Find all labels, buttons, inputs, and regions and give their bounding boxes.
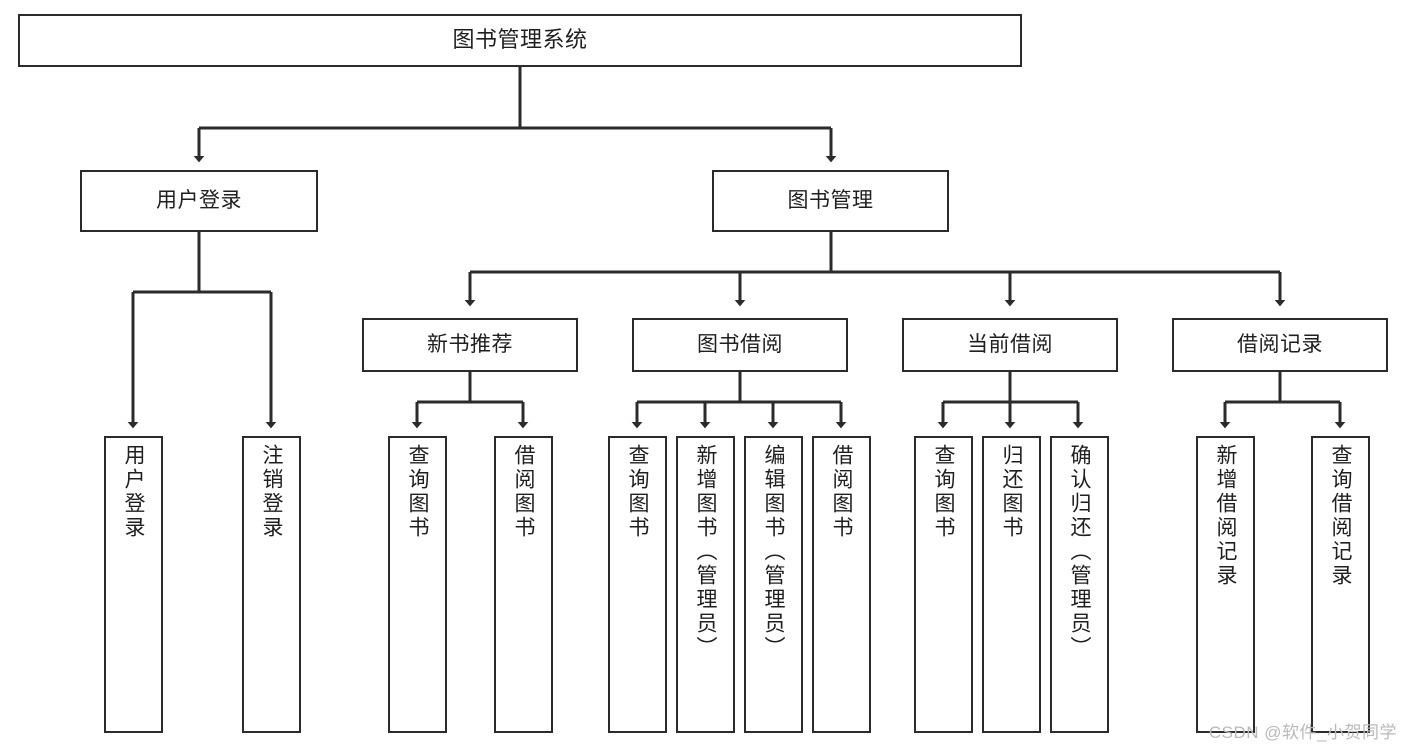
node-leaf-logout[interactable]: 注销登录 — [242, 436, 301, 733]
node-leaf-return-book[interactable]: 归还图书 — [982, 436, 1041, 733]
node-leaf-recommend-search-book-label: 查询图书 — [406, 444, 429, 540]
node-book-borrow-label: 图书借阅 — [697, 333, 783, 357]
node-leaf-return-book-label: 归还图书 — [1000, 444, 1023, 540]
node-new-book-recommend-label: 新书推荐 — [427, 333, 513, 357]
node-new-book-recommend[interactable]: 新书推荐 — [362, 318, 578, 372]
node-root[interactable]: 图书管理系统 — [18, 14, 1022, 67]
node-leaf-logout-label: 注销登录 — [260, 444, 283, 540]
node-leaf-add-book-admin[interactable]: 新增图书（管理员） — [676, 436, 735, 733]
node-leaf-add-book-admin-label: 新增图书（管理员） — [694, 444, 717, 660]
node-leaf-borrow-search-book[interactable]: 查询图书 — [608, 436, 667, 733]
node-leaf-user-login-label: 用户登录 — [122, 444, 145, 540]
node-leaf-user-login[interactable]: 用户登录 — [104, 436, 163, 733]
node-leaf-borrow-book-label: 借阅图书 — [830, 444, 853, 540]
node-leaf-current-search-book-label: 查询图书 — [932, 444, 955, 540]
node-leaf-add-borrow-record[interactable]: 新增借阅记录 — [1196, 436, 1255, 733]
node-leaf-confirm-return-admin[interactable]: 确认归还（管理员） — [1050, 436, 1109, 733]
node-current-borrow-label: 当前借阅 — [967, 333, 1053, 357]
node-leaf-query-borrow-record[interactable]: 查询借阅记录 — [1311, 436, 1370, 733]
watermark: CSDN @软件_小贺同学 — [1208, 723, 1397, 742]
node-borrow-record[interactable]: 借阅记录 — [1172, 318, 1388, 372]
node-leaf-add-borrow-record-label: 新增借阅记录 — [1214, 444, 1237, 588]
node-leaf-edit-book-admin-label: 编辑图书（管理员） — [762, 444, 785, 660]
node-book-borrow[interactable]: 图书借阅 — [632, 318, 848, 372]
node-leaf-confirm-return-admin-label: 确认归还（管理员） — [1068, 444, 1091, 660]
node-leaf-current-search-book[interactable]: 查询图书 — [914, 436, 973, 733]
node-user-login-label: 用户登录 — [156, 189, 242, 213]
node-root-label: 图书管理系统 — [452, 27, 588, 53]
node-user-login[interactable]: 用户登录 — [80, 170, 318, 232]
node-book-manage[interactable]: 图书管理 — [712, 170, 949, 232]
node-book-manage-label: 图书管理 — [787, 189, 874, 213]
node-borrow-record-label: 借阅记录 — [1237, 333, 1323, 357]
node-leaf-recommend-search-book[interactable]: 查询图书 — [388, 436, 447, 733]
node-leaf-recommend-borrow-book-label: 借阅图书 — [512, 444, 535, 540]
node-leaf-borrow-book[interactable]: 借阅图书 — [812, 436, 871, 733]
node-current-borrow[interactable]: 当前借阅 — [902, 318, 1118, 372]
node-leaf-borrow-search-book-label: 查询图书 — [626, 444, 649, 540]
node-leaf-query-borrow-record-label: 查询借阅记录 — [1329, 444, 1352, 588]
node-leaf-recommend-borrow-book[interactable]: 借阅图书 — [494, 436, 553, 733]
node-leaf-edit-book-admin[interactable]: 编辑图书（管理员） — [744, 436, 803, 733]
